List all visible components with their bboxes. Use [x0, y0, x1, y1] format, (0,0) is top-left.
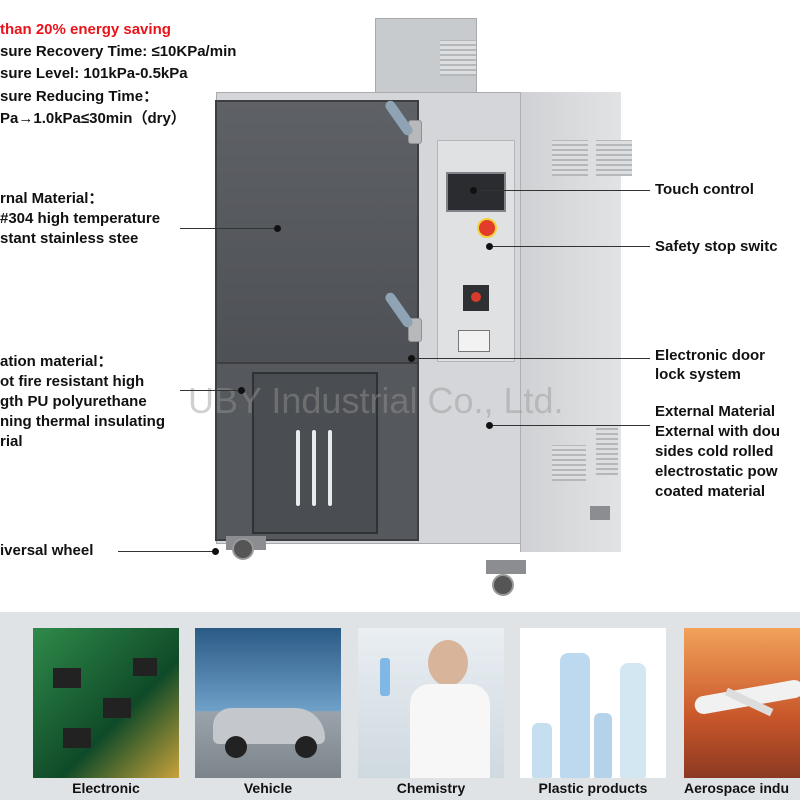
scientist-image	[358, 628, 504, 778]
socket-indicator	[471, 292, 481, 302]
side-vent-grille-2	[596, 140, 632, 176]
drawer-vent-bar	[296, 430, 300, 506]
vacuum-pump-drawer	[252, 372, 378, 534]
application-caption: Plastic products	[538, 780, 648, 796]
safety-stop-label: Safety stop switc	[655, 238, 778, 255]
external-material-title: External Material	[655, 403, 776, 420]
top-vent-grille	[440, 40, 476, 76]
insulation-dot	[238, 387, 245, 394]
emergency-stop-button	[477, 218, 497, 238]
airplane-image	[684, 628, 800, 778]
wheel-right	[492, 574, 514, 596]
touch-control-dot	[470, 187, 477, 194]
wheel-dot	[212, 548, 219, 555]
drawer-vent-bar	[328, 430, 332, 506]
door-lock-dot	[408, 355, 415, 362]
machine-foot-back	[590, 506, 610, 520]
touch-control-leader	[474, 190, 650, 191]
circuit-breaker	[458, 330, 490, 352]
external-material-line1: External with dou	[655, 423, 781, 440]
door-lock-leader	[412, 358, 650, 359]
side-vent-grille-1	[552, 140, 588, 176]
safety-stop-dot	[486, 243, 493, 250]
wheel-left	[232, 538, 254, 560]
insulation-line3: ning thermal insulating	[0, 413, 166, 430]
watermark-text: UBY Industrial Co., Ltd.	[188, 380, 564, 421]
external-material-line3: electrostatic pow	[655, 463, 778, 480]
external-material-leader	[490, 425, 650, 426]
insulation-title: ation material：	[0, 353, 113, 370]
bottles-image	[520, 628, 666, 778]
internal-material-line2: stant stainless stee	[0, 230, 139, 247]
internal-material-title: rnal Material：	[0, 190, 104, 207]
insulation-line4: rial	[0, 433, 23, 450]
internal-material-line1: #304 high temperature	[0, 210, 161, 227]
external-material-dot	[486, 422, 493, 429]
machine-foot-right	[486, 560, 526, 574]
internal-material-dot	[274, 225, 281, 232]
application-caption: Electronic	[72, 780, 140, 796]
universal-wheel-label: iversal wheel	[0, 542, 94, 559]
door-lock-label-1: Electronic door	[655, 347, 766, 364]
touch-control-label: Touch control	[655, 181, 754, 198]
reducing-time-value: Pa→1.0kPa≤30min（dry）	[0, 110, 186, 127]
external-material-line2: sides cold rolled	[655, 443, 774, 460]
safety-stop-leader	[490, 246, 650, 247]
application-caption: Chemistry	[396, 780, 466, 796]
application-caption: Aerospace indu	[684, 780, 790, 796]
pressure-level-text: sure Level: 101kPa-0.5kPa	[0, 65, 188, 82]
car-image	[195, 628, 341, 778]
reducing-time-title: sure Reducing Time：	[0, 88, 159, 105]
circuit-board-image	[33, 628, 179, 778]
energy-saving-text: than 20% energy saving	[0, 21, 171, 38]
chamber-door	[215, 100, 419, 374]
recovery-time-text: sure Recovery Time: ≤10KPa/min	[0, 43, 237, 60]
insulation-line1: ot fire resistant high	[0, 373, 145, 390]
drawer-vent-bar	[312, 430, 316, 506]
side-vent-grille-4	[596, 425, 618, 475]
door-lock-label-2: lock system	[655, 366, 741, 383]
side-vent-grille-3	[552, 445, 586, 481]
wheel-leader	[118, 551, 216, 552]
application-caption: Vehicle	[243, 780, 293, 796]
insulation-line2: gth PU polyurethane	[0, 393, 147, 410]
insulation-leader	[180, 390, 242, 391]
internal-material-leader	[180, 228, 275, 229]
external-material-line4: coated material	[655, 483, 766, 500]
